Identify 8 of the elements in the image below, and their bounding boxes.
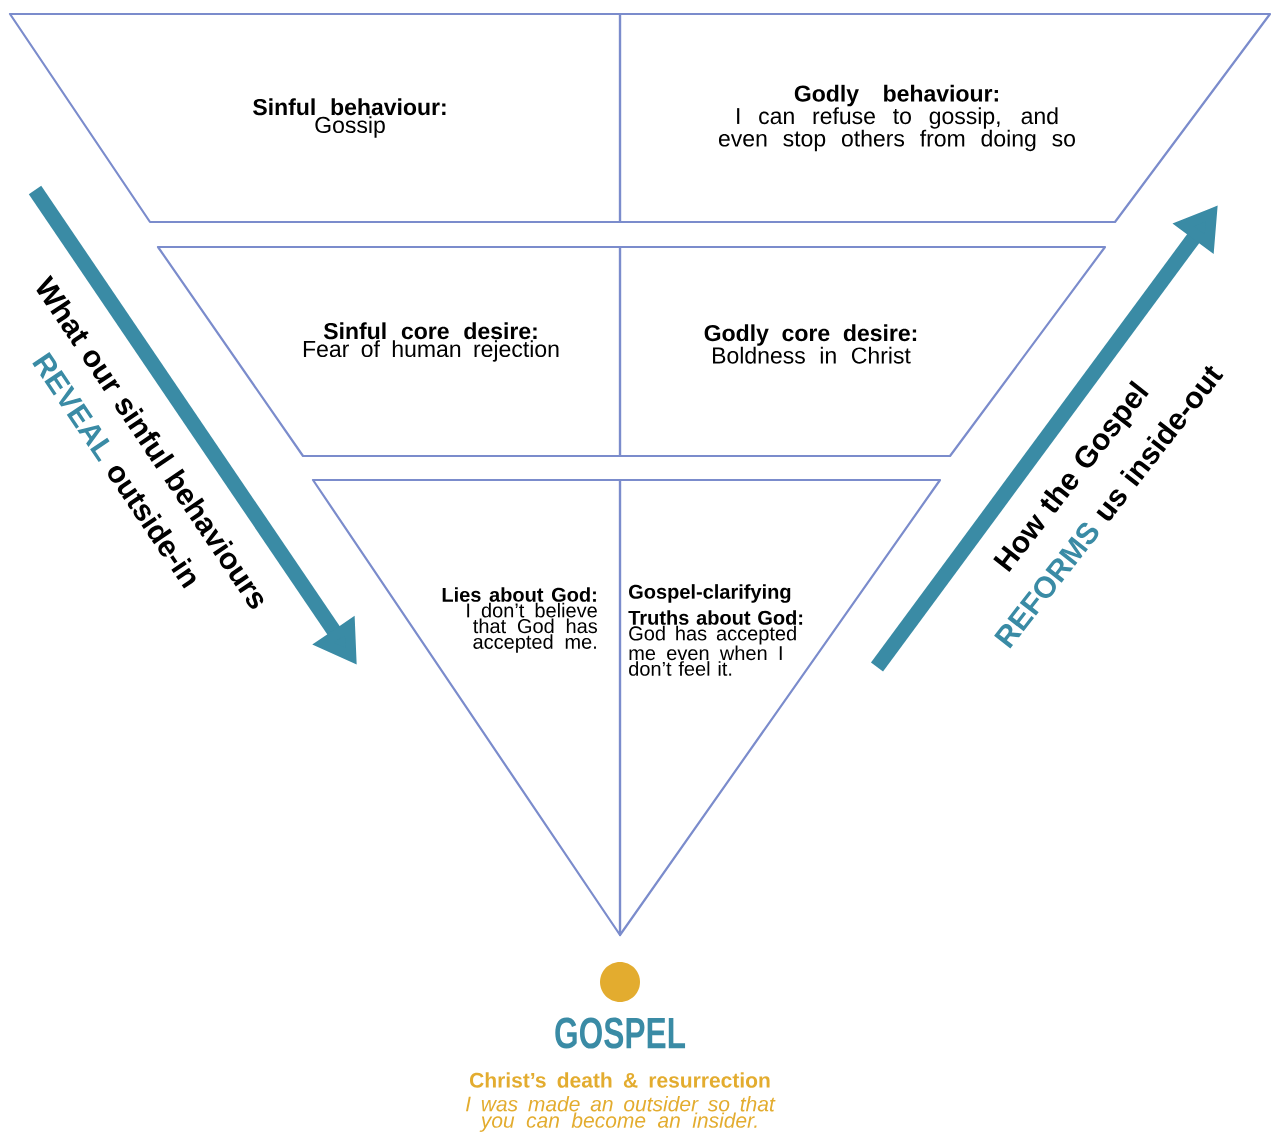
dot	[600, 962, 640, 1002]
gospel-quote: I was made an outsider so that you can become an insider.	[466, 1096, 776, 1132]
gospel-subtitle: Christ’s death & resurrection	[470, 1072, 770, 1088]
trapezoid-panel: Sinful behaviour: Gossip	[8, 12, 622, 224]
triangle-panel: Gospel-clarifying Truths about God: God has accepted me even when I don’t feel it.	[618, 478, 942, 937]
gospel-title: GOSPEL	[555, 1017, 686, 1049]
triangle-panel: Lies about God: I don’t believe that God has accepted me.	[311, 478, 622, 937]
trapezoid-panel: Godly behaviour: I can refuse to gossip, and even stop others from doing so	[618, 12, 1272, 224]
